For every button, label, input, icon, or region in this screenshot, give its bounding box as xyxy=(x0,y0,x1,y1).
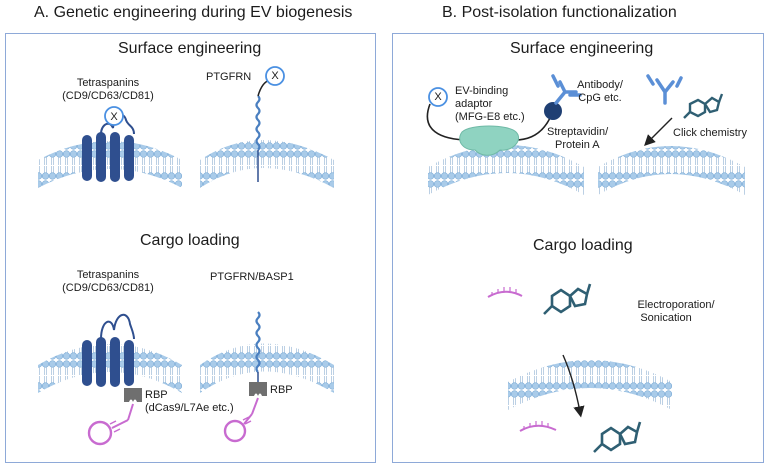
streptavidin-label-1: Streptavidin/ xyxy=(547,126,609,138)
membrane-a2 xyxy=(200,140,334,188)
rbp-icon xyxy=(124,388,142,402)
arrow-down-icon xyxy=(562,354,585,418)
adaptor-icon xyxy=(426,87,551,156)
panel-a-title: A. Genetic engineering during EV biogene… xyxy=(34,4,353,21)
tetraspanins-cargo-label: Tetraspanins xyxy=(76,269,140,281)
tetraspanin-cargo-icon xyxy=(82,314,135,387)
antibody-label-1: Antibody/ xyxy=(577,79,623,91)
x-marker-label: X xyxy=(271,70,279,82)
panel-a-frame xyxy=(5,33,376,463)
membrane-a4 xyxy=(200,343,334,393)
panel-b-cargo-title: Cargo loading xyxy=(533,237,633,254)
click-chemistry-label: Click chemistry xyxy=(673,127,747,139)
sonication-label: Sonication xyxy=(640,312,692,324)
adaptor-label-2: adaptor xyxy=(455,98,493,110)
rbp-2-icon xyxy=(249,382,267,396)
antibody-icon xyxy=(551,74,582,105)
membrane-b3 xyxy=(508,360,672,410)
tetraspanins-label: Tetraspanins xyxy=(76,77,140,89)
rbp-example-label: (dCas9/L7Ae etc.) xyxy=(145,402,234,414)
rbp-2-label: RBP xyxy=(270,384,293,396)
svg-text:X: X xyxy=(110,111,118,123)
ptgfrn-icon xyxy=(255,66,285,182)
antibody-label-2: CpG etc. xyxy=(578,92,622,104)
ptgfrn-basp1-label: PTGFRN/BASP1 xyxy=(210,271,294,283)
drug-molecule-2-icon xyxy=(543,283,592,315)
tetraspanin-icon: X xyxy=(82,106,135,182)
rna-hairpin-2-icon xyxy=(223,397,259,443)
electroporation-label: Electroporation/ xyxy=(637,299,715,311)
streptavidin-label-2: Protein A xyxy=(555,139,600,151)
drug-molecule-icon xyxy=(683,93,724,119)
membrane-b1 xyxy=(428,145,584,195)
rna-hairpin-icon xyxy=(87,403,134,446)
panel-a-surface-title: Surface engineering xyxy=(118,40,262,57)
panel-a-cargo-title: Cargo loading xyxy=(140,232,240,249)
x-marker-b-label: X xyxy=(434,91,442,103)
ptgfrn-basp1-icon xyxy=(255,311,261,382)
membrane-b2 xyxy=(598,146,745,195)
arrow-icon xyxy=(644,117,673,146)
panel-b-surface-title: Surface engineering xyxy=(510,40,654,57)
ptgfrn-label: PTGFRN xyxy=(206,71,252,83)
antibody-2-icon xyxy=(646,74,683,105)
panel-b-frame xyxy=(392,33,764,463)
rna-strand-icon xyxy=(487,287,523,298)
adaptor-label-3: (MFG-E8 etc.) xyxy=(455,111,525,123)
tetraspanins-cargo-cd-label: (CD9/CD63/CD81) xyxy=(62,282,154,294)
rna-strand-2-icon xyxy=(519,421,557,432)
rbp-label: RBP xyxy=(145,389,168,401)
adaptor-label-1: EV-binding xyxy=(455,85,509,97)
tetraspanins-cd-label: (CD9/CD63/CD81) xyxy=(62,90,154,102)
panel-b-title: B. Post-isolation functionalization xyxy=(442,4,677,21)
streptavidin-icon xyxy=(544,102,562,120)
drug-molecule-3-icon xyxy=(593,421,642,453)
